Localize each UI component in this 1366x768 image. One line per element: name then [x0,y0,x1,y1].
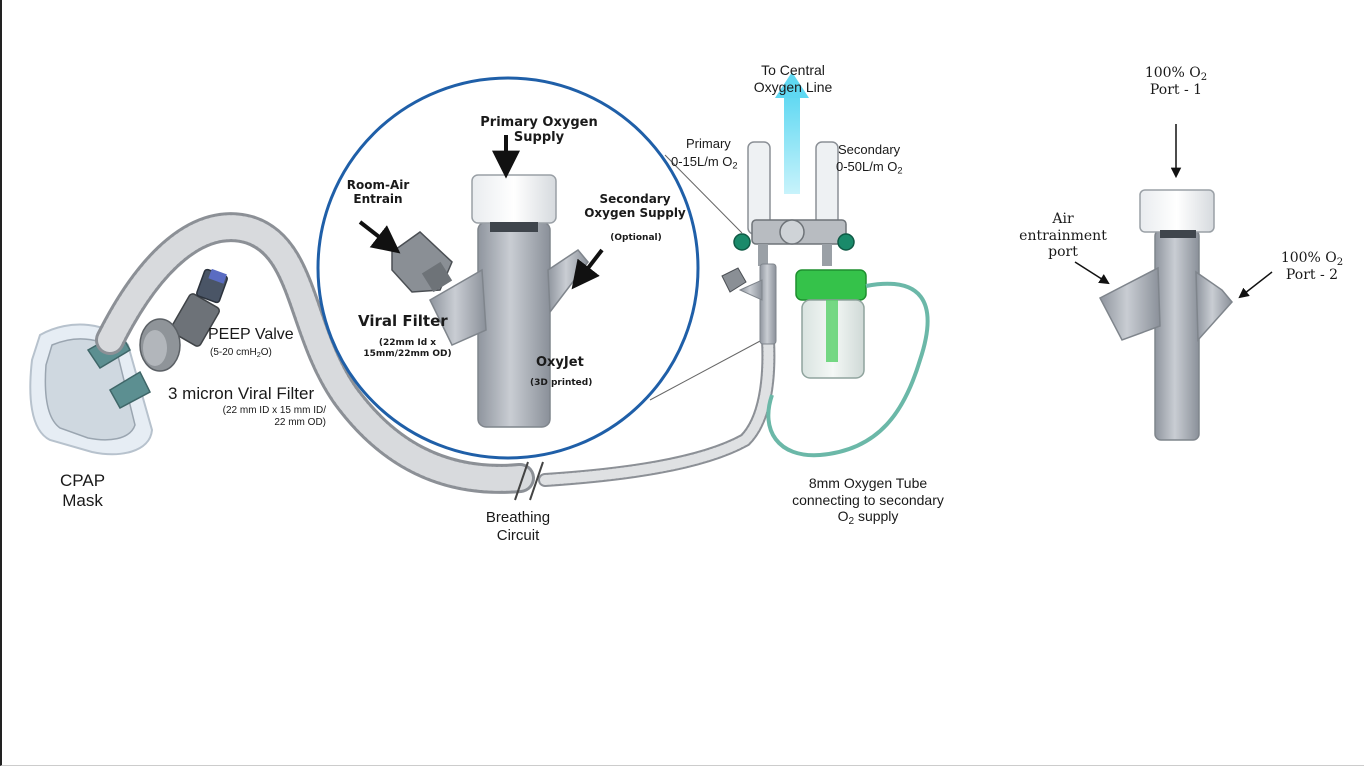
viral-filter-spec: (22 mm ID x 15 mm ID/22 mm OD) [222,405,326,428]
viral-filter-label: 3 micron Viral Filter [168,384,315,403]
port2-label: 100% O2 Port - 2 [1280,250,1344,283]
peep-range-label: (5-20 cmH2O) [210,347,272,360]
primary-flowmeter-title: Primary [686,136,731,151]
viral-filter [139,318,181,372]
inset-viral-filter-label: Viral Filter [358,312,448,330]
printed-label: (3D printed) [530,378,593,388]
secondary-flowmeter-range: 0-50L/m O2 [836,159,903,176]
right-arrows [1074,124,1273,299]
peep-valve-label: PEEP Valve [208,326,294,343]
air-port-label: Air entrainment port [1019,211,1107,261]
humidifier [795,269,867,379]
primary-flowmeter-range: 0-15L/m O2 [671,154,738,171]
secondary-flowmeter-title: Secondary [838,142,901,157]
inset-arrows [358,135,604,290]
port1-label: 100% O2 Port - 1 [1144,65,1208,98]
inset-room-air-filter [391,231,453,293]
right-oxyjet [1098,189,1233,441]
breathing-circuit [95,212,776,501]
inset-oxyjet [429,174,589,428]
oxygen-tube [766,281,930,458]
optional-label: (Optional) [610,233,662,243]
peep-valve [169,268,228,347]
oxygen-flowmeters [733,72,855,266]
oxyjet-label: OxyJet [536,355,584,370]
oxygen-tube-label: 8mm Oxygen Tube connecting to secondary … [792,475,944,527]
mini-oxyjet [721,263,777,345]
cpap-mask [29,323,154,456]
